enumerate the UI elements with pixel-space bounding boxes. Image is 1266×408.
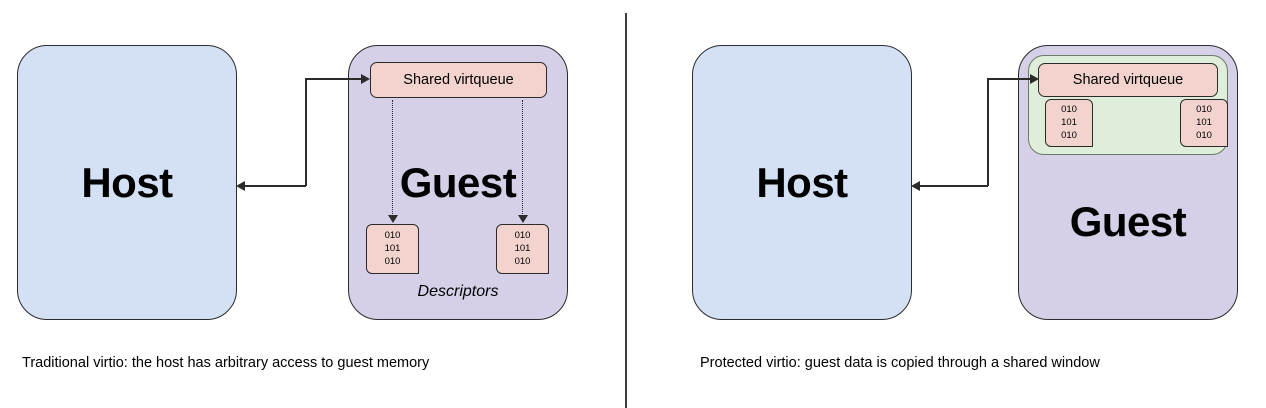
caption-traditional: Traditional virtio: the host has arbitra… [22, 355, 430, 371]
connector-arrowhead-to-host [911, 181, 920, 191]
descriptor-bits-line: 010 [514, 230, 531, 242]
caption-protected: Protected virtio: guest data is copied t… [700, 355, 1100, 371]
panel-traditional-virtio: Host Guest Shared virtqueue 010 101 010 … [17, 45, 568, 371]
descriptors-caption-left: Descriptors [417, 283, 499, 300]
dotted-arrowhead-left-2 [518, 215, 528, 223]
shared-virtqueue-label-left: Shared virtqueue [403, 72, 514, 88]
shared-virtqueue-left: Shared virtqueue [370, 62, 547, 98]
dotted-connector-left-2 [522, 100, 523, 216]
connector-segment-top [987, 78, 1034, 80]
descriptor-bits-line: 010 [1196, 104, 1212, 116]
descriptor-bits-line: 010 [384, 230, 401, 242]
connector-segment-bottom [243, 185, 306, 187]
connector-arrowhead-to-virtqueue [361, 74, 370, 84]
connector-arrowhead-to-virtqueue [1030, 74, 1039, 84]
descriptor-bits-line: 101 [514, 243, 531, 255]
guest-label-right: Guest [1069, 198, 1187, 245]
panel-protected-virtio: Host Guest Shared virtqueue 010 101 010 … [692, 45, 1238, 371]
connector-segment-vertical [987, 78, 989, 186]
descriptor-box-right-1: 010 101 010 [1045, 99, 1093, 147]
host-box-right: Host [692, 45, 912, 320]
descriptor-box-left-1: 010 101 010 [366, 224, 419, 274]
shared-virtqueue-label-right: Shared virtqueue [1072, 72, 1184, 88]
connector-segment-top [305, 78, 362, 80]
shared-virtqueue-right: Shared virtqueue [1038, 63, 1218, 97]
descriptor-bits-line: 010 [1061, 104, 1077, 116]
descriptor-bits-line: 101 [1196, 117, 1212, 129]
descriptor-bits-line: 010 [1196, 129, 1212, 141]
descriptor-bits-line: 010 [1061, 129, 1077, 141]
descriptor-bits-line: 010 [384, 255, 401, 267]
host-box-left: Host [17, 45, 237, 320]
descriptor-bits-line: 101 [1061, 117, 1077, 129]
connector-segment-vertical [305, 78, 307, 186]
guest-label-left: Guest [399, 158, 517, 206]
descriptor-bits-line: 101 [384, 243, 401, 255]
dotted-arrowhead-left-1 [388, 215, 398, 223]
connector-segment-bottom [918, 185, 988, 187]
panel-divider [625, 13, 627, 408]
dotted-connector-left-1 [392, 100, 393, 216]
descriptor-box-left-2: 010 101 010 [496, 224, 549, 274]
host-label-right: Host [756, 158, 848, 206]
descriptor-bits-line: 010 [514, 255, 531, 267]
host-label-left: Host [81, 158, 173, 206]
connector-arrowhead-to-host [236, 181, 245, 191]
descriptor-box-right-2: 010 101 010 [1180, 99, 1228, 147]
